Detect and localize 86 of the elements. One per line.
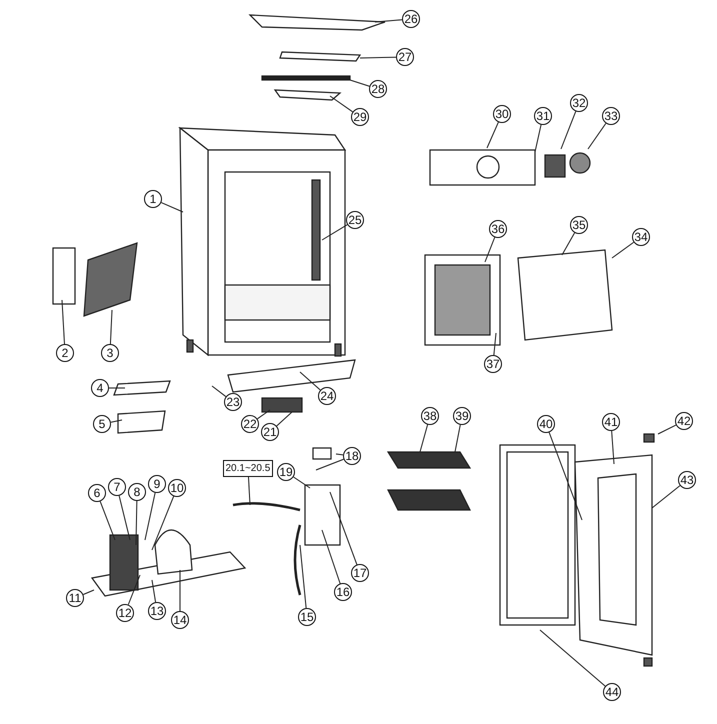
leader-line	[454, 424, 461, 452]
callout-number: 30	[493, 105, 511, 123]
callout-number: 44	[603, 683, 621, 701]
callout-number: 35	[570, 216, 588, 234]
leader-line	[330, 96, 354, 112]
callout-number: 10	[168, 479, 186, 497]
callout-number: 19	[277, 463, 295, 481]
leader-line	[316, 458, 344, 470]
leader-line	[374, 19, 403, 22]
callout-number: 13	[148, 602, 166, 620]
leader-line	[152, 496, 174, 550]
callout-number: 7	[108, 478, 126, 496]
leader-line	[322, 530, 341, 584]
callout-number: 21	[261, 423, 279, 441]
callout-number: 18	[343, 447, 361, 465]
callout-number: 32	[570, 94, 588, 112]
callout-number: 39	[453, 407, 471, 425]
leader-line	[652, 485, 680, 508]
leader-line	[212, 386, 226, 398]
callout-number: 3	[101, 344, 119, 362]
callout-number: 27	[396, 48, 414, 66]
callout-number: 29	[351, 108, 369, 126]
callout-number: 14	[171, 611, 189, 629]
leader-line	[160, 202, 184, 212]
leader-line	[62, 300, 65, 345]
leader-line	[110, 420, 122, 423]
leader-line	[256, 410, 270, 420]
leader-line	[611, 430, 614, 464]
leader-line	[110, 310, 112, 344]
leader-line	[360, 56, 396, 58]
leader-line	[152, 580, 156, 603]
leader-line	[484, 236, 496, 262]
callout-number: 25	[346, 211, 364, 229]
callout-number: 43	[678, 471, 696, 489]
leader-line	[82, 590, 94, 595]
callout-number: 11	[66, 589, 84, 607]
callout-number: 36	[489, 220, 507, 238]
leader-line	[100, 500, 116, 540]
leader-line	[118, 495, 130, 540]
leader-line	[144, 492, 156, 540]
callout-number: 5	[93, 415, 111, 433]
leader-line	[588, 122, 606, 150]
leader-line	[560, 110, 576, 150]
leader-line	[350, 80, 370, 87]
callout-number: 34	[632, 228, 650, 246]
callout-number: 38	[421, 407, 439, 425]
callout-number: 22	[241, 415, 259, 433]
leader-line	[276, 412, 292, 426]
leader-line	[540, 630, 606, 687]
callout-number: 23	[224, 393, 242, 411]
leader-line	[486, 122, 499, 148]
callout-number: 6	[88, 484, 106, 502]
leader-line	[658, 424, 676, 434]
callout-number: 1	[144, 190, 162, 208]
callout-number: 4	[91, 379, 109, 397]
leader-line	[562, 232, 576, 256]
callout-number: 42	[675, 412, 693, 430]
leader-line	[293, 476, 310, 488]
leader-line	[420, 424, 428, 452]
callout-number: 2	[56, 344, 74, 362]
callout-number: 16	[334, 583, 352, 601]
leader-line	[322, 224, 348, 240]
callout-number: 31	[534, 107, 552, 125]
callout-number: 15	[298, 608, 316, 626]
leader-line	[330, 492, 358, 566]
callout-number: 8	[128, 483, 146, 501]
leader-line	[336, 454, 344, 456]
callout-number: 40	[537, 415, 555, 433]
leader-line	[534, 124, 542, 152]
callout-number: 9	[148, 475, 166, 493]
leader-line	[248, 476, 250, 506]
leader-line	[128, 574, 140, 606]
callout-number: 24	[318, 387, 336, 405]
leader-line	[300, 544, 307, 609]
part-range-label: 20.1~20.5	[222, 460, 274, 476]
leader-line	[493, 332, 496, 356]
leader-line	[136, 500, 138, 546]
callout-number: 12	[116, 604, 134, 622]
callout-number: 41	[602, 413, 620, 431]
callout-number: 26	[402, 10, 420, 28]
leader-line	[612, 242, 634, 258]
callout-number: 33	[602, 107, 620, 125]
callout-number: 37	[484, 355, 502, 373]
callout-number: 28	[369, 80, 387, 98]
leader-line	[300, 372, 321, 391]
callout-number: 17	[351, 564, 369, 582]
